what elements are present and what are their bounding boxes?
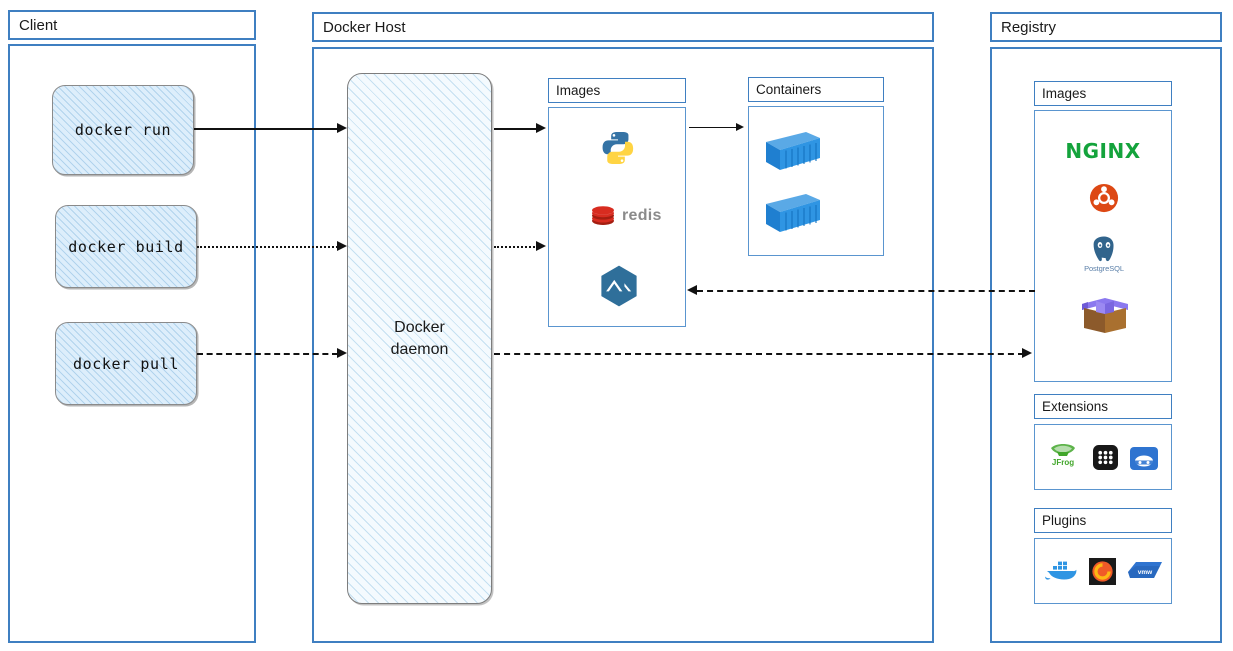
package-box-icon	[1076, 288, 1134, 336]
arrowhead-run-to-daemon	[337, 123, 347, 133]
docker-whale-logo	[1044, 558, 1078, 584]
jfrog-glyph	[1051, 444, 1075, 456]
command-box-docker-pull[interactable]: docker pull	[55, 322, 197, 405]
connection-pull-to-daemon	[197, 353, 338, 355]
docker-host-panel-title: Docker Host	[312, 12, 934, 42]
command-box-docker-build[interactable]: docker build	[55, 205, 197, 288]
arrowhead-images-to-containers	[736, 122, 744, 131]
arrowhead-registry-to-images	[687, 285, 697, 295]
portainer-logo	[1092, 444, 1118, 470]
connection-daemon-to-registry	[494, 353, 1024, 355]
command-label: docker run	[74, 121, 172, 139]
registry-images-title-label: Images	[1042, 86, 1087, 101]
docker-daemon-box[interactable]: Docker daemon	[347, 73, 492, 604]
snyk-logo	[1130, 446, 1158, 470]
registry-extensions-title: Extensions	[1034, 394, 1172, 419]
redis-logo: redis	[590, 203, 662, 229]
registry-plugins-title-label: Plugins	[1042, 513, 1087, 528]
redis-wordmark: redis	[622, 207, 662, 224]
command-label: docker build	[68, 237, 184, 256]
registry-title-label: Registry	[1001, 18, 1057, 36]
command-label: docker pull	[73, 354, 179, 373]
connection-build-to-daemon	[197, 246, 338, 248]
arrowhead-pull-to-daemon	[337, 348, 347, 358]
hatch-pattern	[348, 74, 491, 603]
nginx-logo: NGINX	[1060, 138, 1146, 164]
host-images-title: Images	[548, 78, 686, 103]
arrowhead-build-to-daemon	[337, 241, 347, 251]
registry-images-title: Images	[1034, 81, 1172, 106]
postgres-elephant	[1093, 236, 1114, 262]
connection-daemon-to-images-solid	[494, 128, 539, 130]
connection-images-to-containers	[689, 127, 739, 128]
arrowhead-daemon-to-images-dotted	[536, 241, 546, 251]
container-box-icon	[762, 126, 824, 174]
docker-daemon-label: Docker daemon	[390, 318, 449, 358]
jfrog-logo: JFrog	[1048, 443, 1078, 467]
command-box-docker-run[interactable]: docker run	[52, 85, 194, 175]
arrowhead-daemon-to-images-solid	[536, 123, 546, 133]
registry-extensions-title-label: Extensions	[1042, 399, 1109, 414]
host-images-title-label: Images	[556, 83, 601, 98]
client-panel-title: Client	[8, 10, 256, 40]
alpine-logo	[599, 264, 639, 308]
hatch-pattern	[56, 323, 196, 404]
jfrog-wordmark: JFrog	[1051, 458, 1075, 467]
postgresql-logo: PostgreSQL	[1078, 234, 1130, 273]
container-box-icon	[762, 188, 824, 236]
docker-host-title-label: Docker Host	[323, 18, 406, 36]
registry-plugins-title: Plugins	[1034, 508, 1172, 533]
python-logo	[598, 128, 638, 168]
containers-body	[748, 106, 884, 256]
connection-run-to-daemon	[194, 128, 338, 130]
vmware-wordmark: vmw	[1138, 569, 1153, 576]
connection-registry-to-images	[697, 290, 1035, 292]
client-title-label: Client	[19, 16, 58, 34]
nginx-wordmark: NGINX	[1065, 139, 1141, 163]
ubuntu-logo	[1088, 182, 1120, 214]
redis-glyph	[592, 206, 614, 225]
containers-title: Containers	[748, 77, 884, 102]
connection-daemon-to-images-dotted	[494, 246, 539, 248]
registry-panel-title: Registry	[990, 12, 1222, 42]
hatch-pattern	[56, 206, 196, 287]
vmware-logo: vmw	[1126, 558, 1164, 584]
containers-title-label: Containers	[756, 82, 822, 97]
arrowhead-daemon-to-registry	[1022, 348, 1032, 358]
hatch-pattern	[53, 86, 193, 174]
postgres-wordmark: PostgreSQL	[1084, 264, 1124, 273]
grafana-logo	[1088, 557, 1116, 585]
